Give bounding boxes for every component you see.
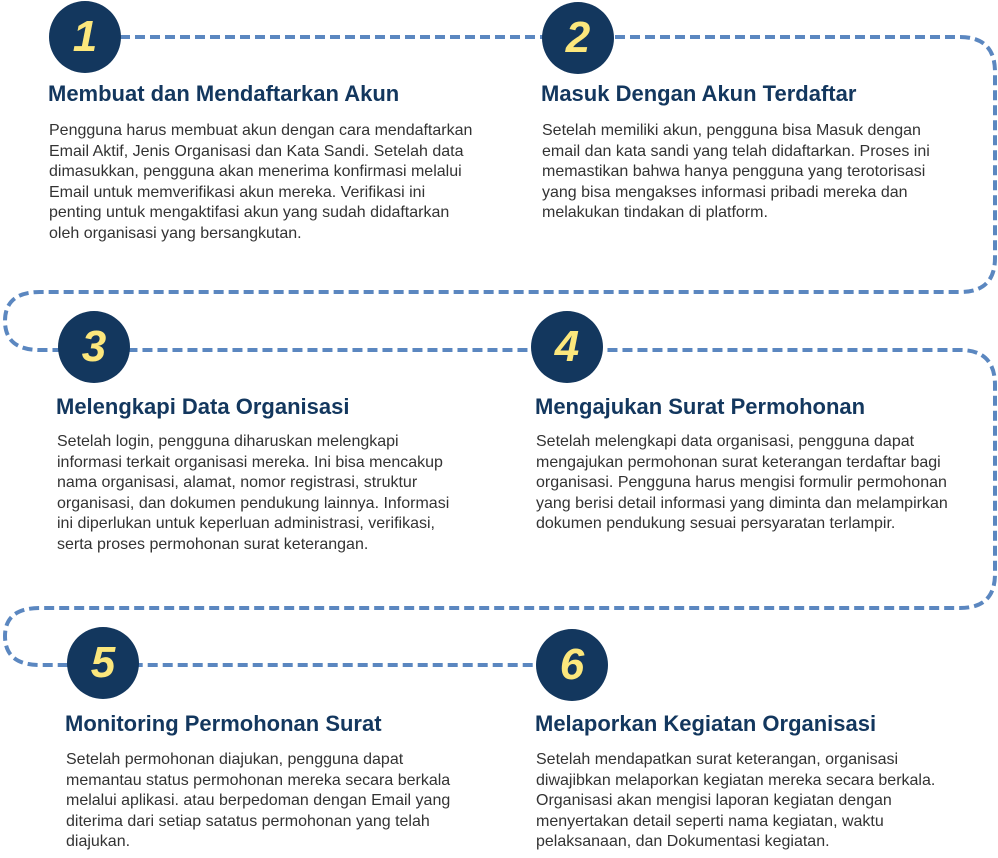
step-4-badge: 4 [531,311,603,383]
step-4-title: Mengajukan Surat Permohonan [535,394,866,419]
step-6-title: Melaporkan Kegiatan Organisasi [535,711,877,736]
step-1-description: Pengguna harus membuat akun dengan cara … [49,122,473,242]
step-6-badge: 6 [536,629,608,701]
step-3-badge: 3 [58,311,130,383]
step-3-title: Melengkapi Data Organisasi [56,394,350,419]
step-5-badge: 5 [67,627,139,699]
step-6-description: Setelah mendapatkan surat keterangan, or… [536,751,936,850]
step-5-description: Setelah permohonan diajukan, pengguna da… [66,751,451,850]
step-2-title: Masuk Dengan Akun Terdaftar [541,81,857,106]
step-4-description: Setelah melengkapi data organisasi, peng… [536,433,948,532]
step-5-title: Monitoring Permohonan Surat [65,711,382,736]
step-3-description: Setelah login, pengguna diharuskan melen… [57,433,450,553]
step-1-badge: 1 [49,1,121,73]
step-2-badge: 2 [542,2,614,74]
step-2-description: Setelah memiliki akun, pengguna bisa Mas… [542,122,930,221]
step-1-title: Membuat dan Mendaftarkan Akun [48,81,400,106]
